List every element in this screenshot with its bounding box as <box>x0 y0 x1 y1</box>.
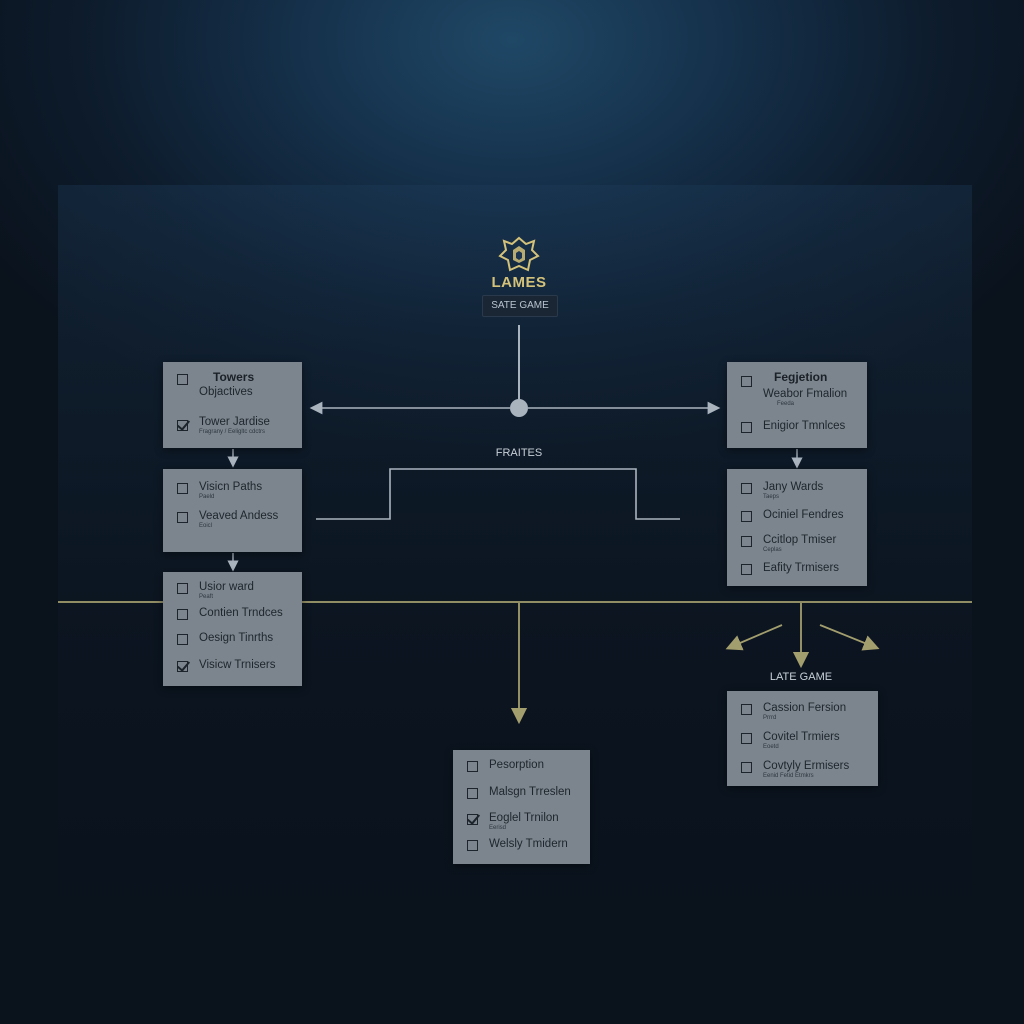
item-sublabel: Eerisd <box>489 825 507 831</box>
item-sublabel: Feeda <box>777 401 795 407</box>
checkbox[interactable] <box>741 762 752 773</box>
checkbox[interactable] <box>741 483 752 494</box>
list-item[interactable]: Visicn Paths Paeld <box>177 479 296 501</box>
late-arrow-left <box>725 624 783 651</box>
item-label: Tower Jardise <box>199 416 270 428</box>
card-title: Fegjetion <box>774 370 828 384</box>
list-item[interactable]: Malsgn Trreslen <box>467 784 584 806</box>
item-label: Visicw Trnisers <box>199 659 276 671</box>
late-game-card: Cassion Fersion Prrrd Covitel Trmiers Eo… <box>727 691 878 786</box>
checkbox[interactable] <box>177 634 188 645</box>
item-label: Pesorption <box>489 759 544 771</box>
checkbox[interactable] <box>741 376 752 387</box>
checkbox[interactable] <box>177 483 188 494</box>
list-item[interactable]: Eoglel Trnilon Eerisd <box>467 810 584 832</box>
checkbox[interactable] <box>741 564 752 575</box>
list-item[interactable]: Cassion Fersion Prrrd <box>741 700 872 722</box>
item-label: Usior ward <box>199 581 254 593</box>
item-sublabel: Eoetd <box>763 744 779 750</box>
list-item: Weabor Fmalion Feeda <box>741 386 861 408</box>
list-item[interactable]: Ociniel Fendres <box>741 507 861 529</box>
fegjetion-card: Fegjetion Weabor Fmalion Feeda Enigior T… <box>727 362 867 448</box>
item-label: Weabor Fmalion <box>763 388 848 400</box>
stage-badge[interactable]: SATE GAME <box>482 295 558 317</box>
item-label: Malsgn Trreslen <box>489 786 571 798</box>
checkbox[interactable] <box>741 733 752 744</box>
checkbox[interactable] <box>177 609 188 620</box>
checkbox[interactable] <box>177 374 188 385</box>
logo-title: LAMES <box>491 274 547 291</box>
item-label: Visicn Paths <box>199 481 263 493</box>
late-game-label: LATE GAME <box>769 671 833 683</box>
item-label: Covitel Trmiers <box>763 731 840 743</box>
item-label: Cassion Fersion <box>763 702 847 714</box>
item-sublabel: Eenid Fetid Etmkrs <box>763 773 814 779</box>
crest-logo-icon <box>490 236 548 279</box>
list-item[interactable]: Enigior Tmnlces <box>741 418 861 440</box>
item-label: Covtyly Ermisers <box>763 760 850 772</box>
wards-card: Usior ward Peaft Contien Trndces Oesign … <box>163 572 302 686</box>
list-item[interactable]: Veaved Andess Eoicl <box>177 508 296 530</box>
list-item: Objactives <box>177 384 296 406</box>
checkbox[interactable] <box>741 536 752 547</box>
list-item[interactable]: Oesign Tinrths <box>177 630 296 652</box>
item-label: Jany Wards <box>763 481 824 493</box>
checkbox[interactable] <box>467 761 478 772</box>
list-item[interactable]: Welsly Tmidern <box>467 836 584 858</box>
item-sublabel: Ceplas <box>763 547 782 553</box>
item-sublabel: Paeld <box>199 494 215 500</box>
checkbox-checked[interactable] <box>467 814 478 825</box>
list-item[interactable] <box>177 370 296 392</box>
checkbox[interactable] <box>467 788 478 799</box>
checkbox[interactable] <box>467 840 478 851</box>
item-sublabel: Taeps <box>763 494 780 500</box>
item-label: Ccitlop Tmiser <box>763 534 837 546</box>
item-label: Eafity Trmisers <box>763 562 840 574</box>
checkbox-checked[interactable] <box>177 661 188 672</box>
towers-card: Towers Objactives Tower Jardise Fragrany… <box>163 362 302 448</box>
item-label: Oesign Tinrths <box>199 632 274 644</box>
hub-node <box>510 399 528 417</box>
item-label: Veaved Andess <box>199 510 279 522</box>
bracket-line <box>316 468 680 520</box>
center-card: Pesorption Malsgn Trreslen Eoglel Trnilo… <box>453 750 590 864</box>
checkbox[interactable] <box>741 511 752 522</box>
list-item[interactable]: Contien Trndces <box>177 605 296 627</box>
checkbox[interactable] <box>741 704 752 715</box>
checkbox[interactable] <box>177 512 188 523</box>
item-sublabel: Fragrany / Eeligltc cdctrs <box>199 429 266 435</box>
list-item[interactable]: Pesorption <box>467 757 584 779</box>
item-sublabel: Prrrd <box>763 715 777 721</box>
late-arrow-right <box>819 624 880 651</box>
item-label: Objactives <box>199 386 253 398</box>
item-sublabel: Eoicl <box>199 523 213 529</box>
jany-wards-card: Jany Wards Taeps Ociniel Fendres Ccitlop… <box>727 469 867 586</box>
checkbox[interactable] <box>741 422 752 433</box>
checkbox-checked[interactable] <box>177 420 188 431</box>
item-label: Welsly Tmidern <box>489 838 568 850</box>
list-item[interactable]: Covtyly Ermisers Eenid Fetid Etmkrs <box>741 758 872 780</box>
list-item[interactable]: Ccitlop Tmiser Ceplas <box>741 532 861 554</box>
list-item[interactable] <box>741 372 861 394</box>
middle-label: FRAITES <box>495 447 543 459</box>
list-item[interactable]: Jany Wards Taeps <box>741 479 861 501</box>
item-label: Enigior Tmnlces <box>763 420 846 432</box>
list-item[interactable]: Usior ward Peaft <box>177 579 296 601</box>
item-label: Eoglel Trnilon <box>489 812 559 824</box>
item-label: Contien Trndces <box>199 607 283 619</box>
list-item[interactable]: Covitel Trmiers Eoetd <box>741 729 872 751</box>
list-item[interactable]: Tower Jardise Fragrany / Eeligltc cdctrs <box>177 416 296 438</box>
vision-card: Visicn Paths Paeld Veaved Andess Eoicl <box>163 469 302 552</box>
card-title: Towers <box>213 370 255 384</box>
checkbox[interactable] <box>177 583 188 594</box>
list-item[interactable]: Eafity Trmisers <box>741 560 861 582</box>
item-sublabel: Peaft <box>199 594 214 600</box>
list-item[interactable]: Visicw Trnisers <box>177 657 296 679</box>
item-label: Ociniel Fendres <box>763 509 844 521</box>
